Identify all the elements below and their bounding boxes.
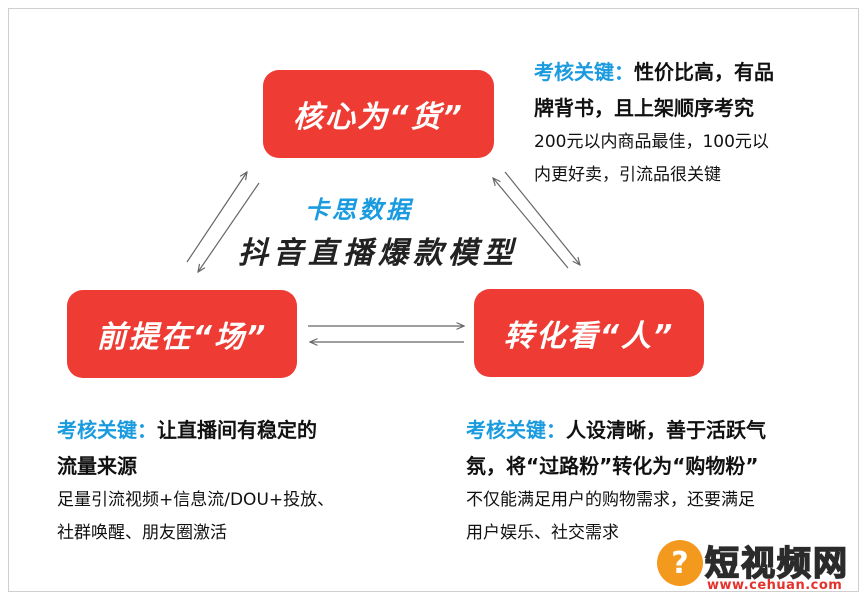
note-goods: 考核关键：性价比高，有品 牌背书，且上架顺序考究 200元以内商品最佳，100元… — [534, 54, 824, 192]
node-goods: 核心为“货” — [263, 70, 494, 158]
note-people-key-label: 考核关键： — [466, 418, 566, 442]
note-place: 考核关键：让直播间有稳定的 流量来源 足量引流视频+信息流/DOU+投放、 社群… — [57, 412, 397, 550]
note-goods-key-line1: 考核关键：性价比高，有品 — [534, 54, 824, 90]
watermark-logo: ? 短视频网 www.cehuan.com — [657, 536, 862, 596]
note-goods-key-label: 考核关键： — [534, 60, 634, 84]
note-place-key-line2: 流量来源 — [57, 454, 137, 478]
node-people: 转化看“人” — [474, 289, 704, 377]
note-people-desc-line2: 用户娱乐、社交需求 — [466, 523, 619, 543]
note-place-key-line1: 考核关键：让直播间有稳定的 — [57, 412, 397, 448]
note-goods-desc-line1: 200元以内商品最佳，100元以 — [534, 132, 769, 152]
note-place-key-text1: 让直播间有稳定的 — [157, 418, 317, 442]
note-people-key-text1: 人设清晰，善于活跃气 — [566, 418, 766, 442]
arrow-place-to-goods — [186, 172, 247, 263]
arrow-goods-to-place — [198, 182, 260, 272]
diagram-frame — [8, 8, 859, 592]
note-people-key-line2: 氛，将“过路粉”转化为“购物粉” — [466, 454, 759, 478]
note-people-desc-line1: 不仅能满足用户的购物需求，还要满足 — [466, 490, 755, 510]
diagram-subtitle: 卡思数据 — [305, 196, 413, 224]
note-goods-key-text1: 性价比高，有品 — [634, 60, 774, 84]
note-people: 考核关键：人设清晰，善于活跃气 氛，将“过路粉”转化为“购物粉” 不仅能满足用户… — [466, 412, 846, 550]
note-place-key-label: 考核关键： — [57, 418, 157, 442]
note-goods-desc-line2: 内更好卖，引流品很关键 — [534, 165, 721, 185]
arrow-people-to-goods — [493, 178, 569, 269]
diagram-title: 抖音直播爆款模型 — [238, 236, 518, 271]
note-place-desc-line1: 足量引流视频+信息流/DOU+投放、 — [57, 490, 335, 510]
node-place: 前提在“场” — [67, 290, 297, 378]
arrow-goods-to-people — [504, 171, 580, 265]
note-goods-key-line2: 牌背书，且上架顺序考究 — [534, 96, 754, 120]
logo-question-icon: ? — [657, 540, 703, 586]
node-goods-label: 核心为“货” — [293, 100, 464, 135]
node-place-label: 前提在“场” — [96, 320, 268, 355]
watermark-url: www.cehuan.com — [707, 578, 843, 593]
node-people-label: 转化看“人” — [503, 319, 675, 354]
watermark-logo-text: 短视频网 — [704, 543, 849, 585]
note-place-desc-line2: 社群唤醒、朋友圈激活 — [57, 523, 227, 543]
note-people-key-line1: 考核关键：人设清晰，善于活跃气 — [466, 412, 846, 448]
